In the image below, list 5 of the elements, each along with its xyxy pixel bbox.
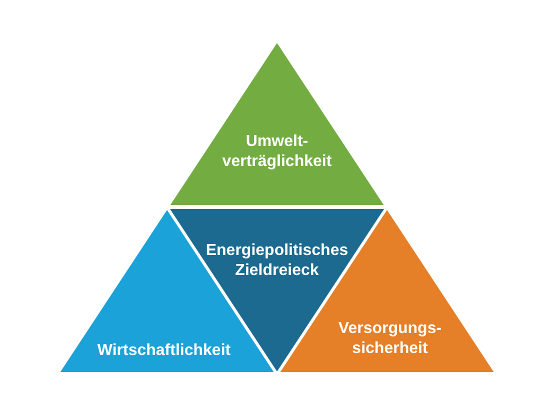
triangle-label: Versorgungs- sicherheit (338, 318, 442, 359)
triangle-label: Wirtschaftlichkeit (97, 340, 231, 361)
triangle-label: Energiepolitisches Zieldreieck (206, 240, 348, 281)
triangle-label: Umwelt- verträglichkeit (222, 132, 332, 172)
triangle-segment (170, 42, 384, 206)
